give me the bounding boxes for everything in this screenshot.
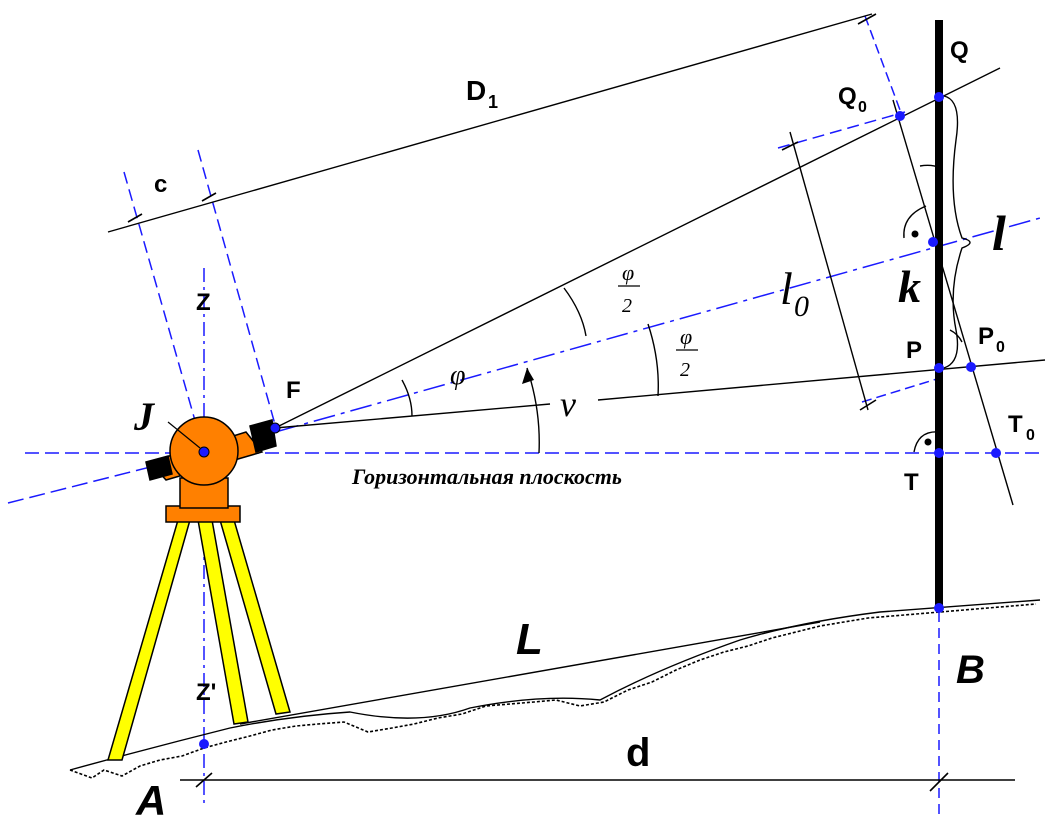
label-zenith-z: Z: [196, 289, 211, 316]
d1-end-dash: [864, 15, 901, 111]
collimation-axis: [203, 217, 1041, 453]
point-q: [934, 92, 944, 102]
label-focus-f: F: [286, 377, 301, 404]
collimation-extension: [7, 461, 171, 504]
label-length-l: l: [992, 205, 1006, 261]
c-line-left: [123, 171, 205, 453]
l-brace: [943, 95, 971, 369]
label-point-q: Q: [950, 37, 969, 64]
points: [198, 92, 1001, 749]
point-k: [928, 237, 938, 247]
label-dist-d: D: [466, 75, 486, 106]
d1-perp-q0: [777, 111, 906, 149]
label-instrument-j: J: [133, 394, 156, 439]
point-b-ground: [934, 603, 944, 613]
point-p0: [966, 362, 976, 372]
theodolite: [145, 416, 277, 509]
nu-arrowhead: [522, 368, 534, 384]
arc-phi: [401, 379, 413, 417]
arc-half-phi-upper: [563, 287, 587, 337]
point-t0: [991, 448, 1001, 458]
label-point-b: B: [956, 648, 985, 692]
label-coef-k: k: [898, 261, 921, 312]
label-dist-d-sub: 1: [488, 92, 498, 112]
telescope-eyepiece: [145, 455, 173, 481]
tick-c-left: [127, 213, 143, 223]
construction-lines: [107, 13, 1046, 781]
ground-hatch: [69, 603, 1037, 779]
label-const-c: c: [154, 171, 167, 198]
dimension-ticks: [127, 13, 949, 792]
label-angle-phi: φ: [450, 360, 466, 391]
ground: [69, 599, 1041, 779]
slope-line: [239, 621, 821, 725]
point-f: [269, 422, 281, 434]
label-point-p: P: [906, 337, 922, 364]
tick-d-right: [929, 772, 949, 792]
tick-l0-top: [781, 141, 799, 151]
tick-d1-end: [857, 13, 877, 25]
label-half-phi2-den: 2: [680, 359, 690, 381]
tick-d-left: [195, 772, 213, 788]
label-point-t: T: [904, 469, 919, 496]
label-point-p0: P: [978, 323, 994, 350]
tick-c-right: [201, 192, 217, 202]
upper-sight-ray: [274, 67, 1001, 429]
label-half-phi2-num: φ: [680, 324, 692, 349]
d1-dimension-line: [107, 13, 873, 233]
right-angle-dot-k: [911, 230, 919, 238]
label-length-l0-sub: 0: [794, 290, 809, 323]
label-distance-d: d: [626, 731, 650, 775]
label-point-q0-sub: 0: [858, 99, 867, 116]
guide-lines: [7, 15, 1045, 815]
label-horizontal-plane: Горизонтальная плоскость: [351, 464, 622, 489]
label-point-t0-sub: 0: [1026, 427, 1035, 444]
arc-half-phi-lower: [647, 323, 659, 397]
tripod-leg-left: [107, 519, 191, 761]
point-q0: [895, 111, 905, 121]
tripod: [107, 505, 291, 761]
right-angle-mark-k: [903, 205, 927, 239]
label-nadir-z: Z': [196, 679, 216, 706]
label-point-a: A: [135, 777, 166, 821]
ground-surface: [69, 599, 1041, 771]
label-point-t0: T: [1008, 411, 1023, 438]
point-j-center: [198, 446, 210, 458]
c-line-right: [197, 149, 277, 429]
lower-sight-ray-b: [597, 359, 1046, 401]
right-angle-dot-t: [924, 438, 932, 446]
label-angle-nu: ν: [560, 384, 576, 424]
label-half-phi-num: φ: [622, 260, 634, 285]
label-point-q0: Q: [838, 83, 857, 110]
label-point-p0-sub: 0: [996, 339, 1005, 356]
point-t: [934, 448, 944, 458]
l0-dimension-line: [789, 131, 869, 411]
label-half-phi-den: 2: [622, 295, 632, 317]
point-a-ground: [199, 739, 209, 749]
l0-lower-dash: [861, 377, 941, 403]
j-leader: [167, 421, 201, 449]
point-p: [934, 363, 944, 373]
tick-l0-bottom: [859, 399, 877, 411]
label-length-l0: l: [780, 263, 793, 314]
label-slope-l: L: [516, 615, 543, 664]
